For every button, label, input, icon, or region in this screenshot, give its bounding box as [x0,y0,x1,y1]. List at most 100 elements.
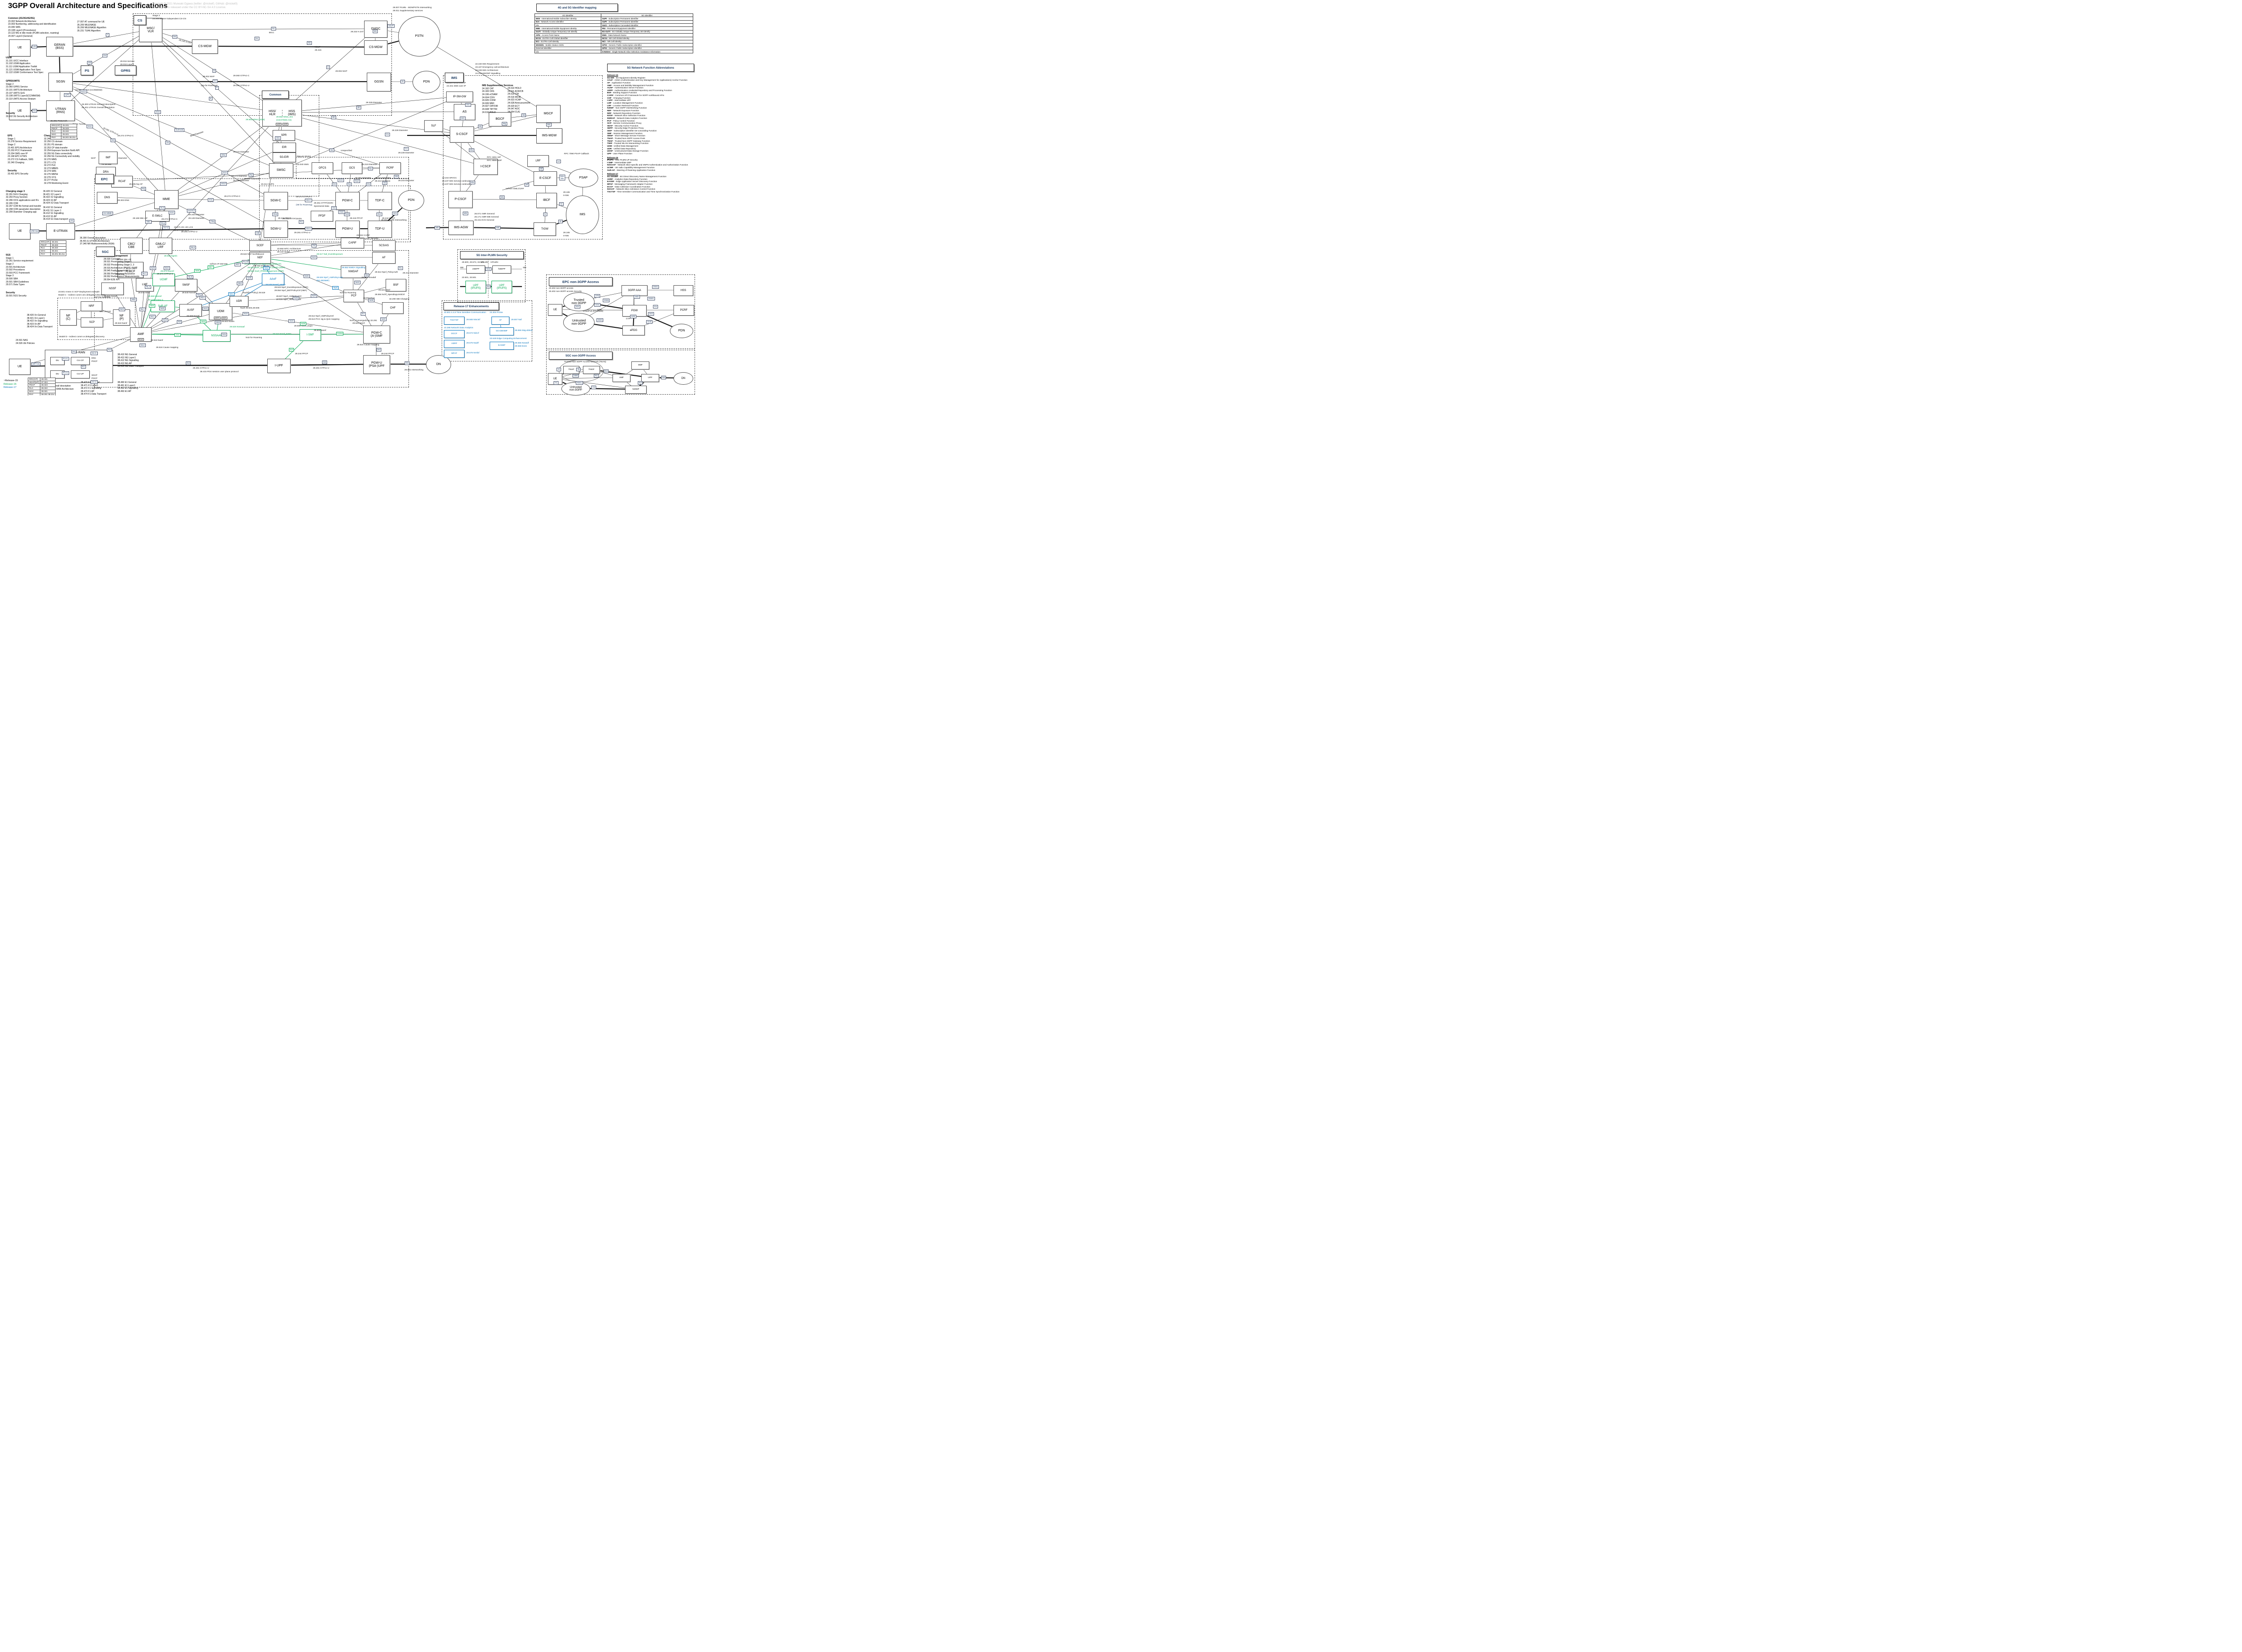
interface-badge-mj: Mj [521,113,526,117]
spec-line: 24.628 Announcement [508,101,530,104]
stack-cell: 37.324 [39,380,56,384]
edge [281,111,465,113]
node-chf: CHF [382,302,404,314]
annotation: 38.415 PDU session user plane protocol [200,371,239,373]
annotation: 29.232 H.247 [351,31,364,33]
annotation: 29.274 GTPv2-C [157,273,173,275]
spec-line: 35.231 TUAK Algorithm [77,29,101,32]
node-nfp: NF (P) [113,309,130,326]
interface-badge-nc: Nc [271,26,276,31]
annotation: 29.002 MAP [203,76,215,78]
spec-line: 32.256 5G Connectivity and mobility [44,155,80,158]
annotation: 29.673 Nucmf [161,270,174,273]
annotation: 23.216 SRVCC [442,177,457,179]
annotation: 29.222 CAPIF [356,235,370,237]
annotation: RRC [91,357,96,360]
edge [259,257,353,272]
idmap-cell: 5G-GUTI - 5G Globally Unique Temporary U… [600,30,694,34]
annotation: 29.551 Nnef_PFDmanagement (SMF) [248,270,284,273]
annotation: RFC 8866 SDP [487,160,502,162]
node-ue3: UE [9,223,30,239]
node-t2n3iwf: N3IWF [625,386,647,394]
nf-abbreviation: AF - Application Function [607,81,631,84]
annotation: Diameter [118,157,127,160]
node-pcf: PCF [343,290,364,302]
edge [281,96,460,113]
node-vsepp: vSEPP [466,265,485,274]
annotation: (S8 for Roaming) [296,204,313,206]
spec-line: 23.272 CS Fallback, SMS [8,158,34,161]
interface-badge-n6: N6 [661,375,666,380]
edge [60,81,281,170]
spec-line: 38.423 Xn AP [27,322,41,326]
interface-badge-n58: N58 [174,333,181,337]
node-nwdaf: NWDAF [341,265,366,278]
edge [59,29,151,47]
spec-line: 24.607 OIP/OIR [482,105,498,108]
group-region-10 [546,274,695,349]
spec-line: 28.552 Performance Measurements [104,275,139,278]
group-region-2 [443,75,603,239]
annotation: 23.167 Emergency call architecture [475,66,509,69]
node-pwsiwf: PWS-IWF /CBCF [117,262,143,278]
section-header-cs: CS [134,15,146,25]
edge [60,199,166,231]
spec-line: 32.271 LCS [44,161,56,164]
interface-badge-rx: Rx [398,266,403,270]
interface-badge-n4: N4 [376,348,382,352]
interface-badge-gz: Gz [332,182,337,187]
interface-badge-d: D [212,69,217,73]
interface-badge-n40: N40 [380,317,387,322]
spec-line: 23.122 MS in Idle mode (PLMN selection, … [8,32,59,35]
annotation: 23.205 Bearer-independent CS-CN [152,18,186,20]
node-lrf2: LRF [527,155,549,167]
interface-badge-rx-nt: Rx,Nt [242,260,250,264]
annotation: 29.562 Nhss_ims [276,116,293,118]
idmap-cell: External Identifier [534,46,601,50]
section-header-common: Common [262,91,289,99]
spec-line: 32.255 5G Data connectivity [44,152,72,155]
nf-abbreviation: SIDF - Subscription Identifier De-concea… [607,130,657,132]
interface-badge-sy: Sy [368,166,373,171]
section-header-5g-inter-plmn-security: 5G Inter-PLMN Security [460,251,524,259]
interface-badge-np: Np [248,173,254,177]
annotation: 29.244 PFCP [295,353,308,355]
annotation: 23.503 PCC [363,297,375,300]
node-lmf: LMF [136,278,154,291]
node-utran: UTRAN (RNS) [46,100,75,121]
edge [259,257,377,335]
annotation: SBI [460,267,464,269]
annotation: 32.290 SBI Charging [389,298,409,300]
nf-abbreviation: AUSF - Authentication Server Function [607,87,643,89]
node-nrf: NRF [81,301,102,311]
idmap-cell: S-NSSAI - Single-Network Slice Selection… [600,49,694,54]
annotation: 23.228 IMS Architecture [475,70,499,72]
spec-line: 36.422 X2 Signalling [43,196,64,199]
interface-badge-n3: N3 [604,369,609,374]
annotation: 24.008 Layer3 (CC/MM/SM) [75,89,102,91]
annotation: 29.228 Diameter [392,130,408,132]
interface-badge-n11: N11 [221,332,227,337]
interface-badge-mb: Mb [495,226,500,230]
idmap-cell: GPSI - Generic Public Subscription Ident… [600,43,694,47]
annotation: 29.215 Diameter [398,180,414,182]
annotation: 23.402 non-3GPP access [549,287,574,290]
interface-badge-nb: Nb [307,41,312,45]
stack-cell: 38.321 [39,389,56,393]
annotation: Unspecified [341,150,352,152]
node-pcscf: P-CSCF [448,191,473,208]
annotation: 29.165 [563,232,570,234]
annotation: 29.281 GTPv1-U [313,367,329,370]
interface-badge-uu: Uu [32,109,37,113]
annotation: 24.237 IMS Service continuity [442,183,471,186]
interface-badge-um: Um [31,44,38,49]
node-capif: CAPIF [341,238,364,248]
node-du1: DU [50,357,65,365]
interface-badge-y1: Y1 [553,381,559,385]
interface-badge-s12: S12 [87,124,93,129]
text-block-title: GPRS/UMTS [6,80,20,83]
interface-badge-s2a: S2a [594,303,600,307]
interface-badge-sh: Sh [356,105,361,110]
